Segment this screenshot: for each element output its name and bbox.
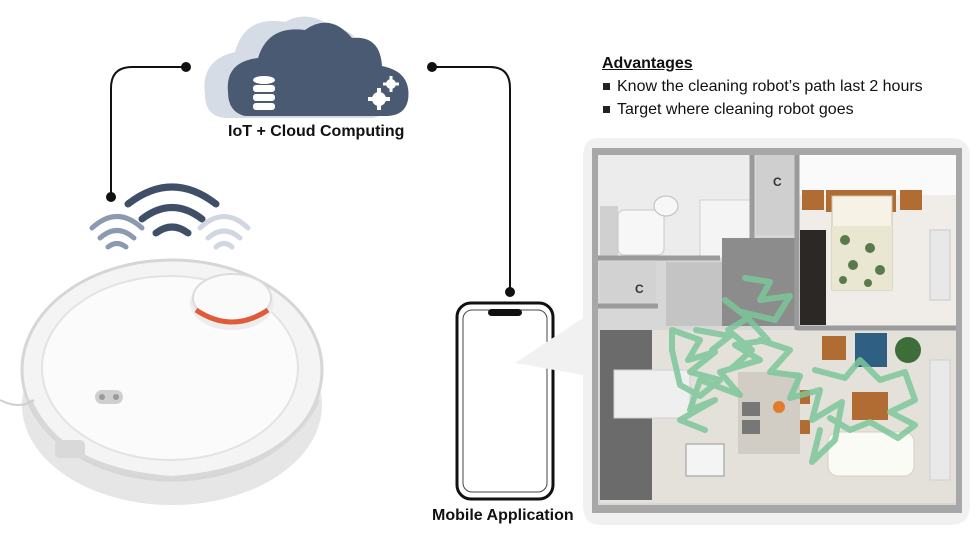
floorplan: [592, 148, 962, 513]
connector-dot: [505, 287, 515, 297]
cloud-label: IoT + Cloud Computing: [228, 123, 405, 140]
wifi-icon: [124, 183, 220, 237]
advantage-item: Target where cleaning robot goes: [602, 98, 923, 121]
advantage-item: Know the cleaning robot’s path last 2 ho…: [602, 75, 923, 98]
database-icon: [253, 76, 275, 110]
gears-icon: [368, 76, 399, 110]
advantages-list: Know the cleaning robot’s path last 2 ho…: [602, 75, 923, 121]
advantages-box: Advantages Know the cleaning robot’s pat…: [602, 55, 923, 121]
closet-label: C: [773, 175, 782, 189]
robot-cloud-connector: [110, 66, 186, 197]
wifi-icon: [89, 214, 145, 250]
connector-dot: [181, 62, 191, 72]
mobile-app-label: Mobile Application: [432, 507, 574, 524]
phone-icon: [455, 301, 555, 501]
advantages-title: Advantages: [602, 55, 693, 72]
connector-dot: [427, 62, 437, 72]
cleaning-path: [669, 275, 918, 465]
robot-vacuum: [0, 258, 324, 505]
wifi-icon: [197, 214, 251, 250]
cloud-phone-connector: [432, 66, 511, 292]
cloud-icon: [204, 16, 409, 118]
closet-label: C: [635, 282, 644, 296]
connector-dot: [106, 192, 116, 202]
